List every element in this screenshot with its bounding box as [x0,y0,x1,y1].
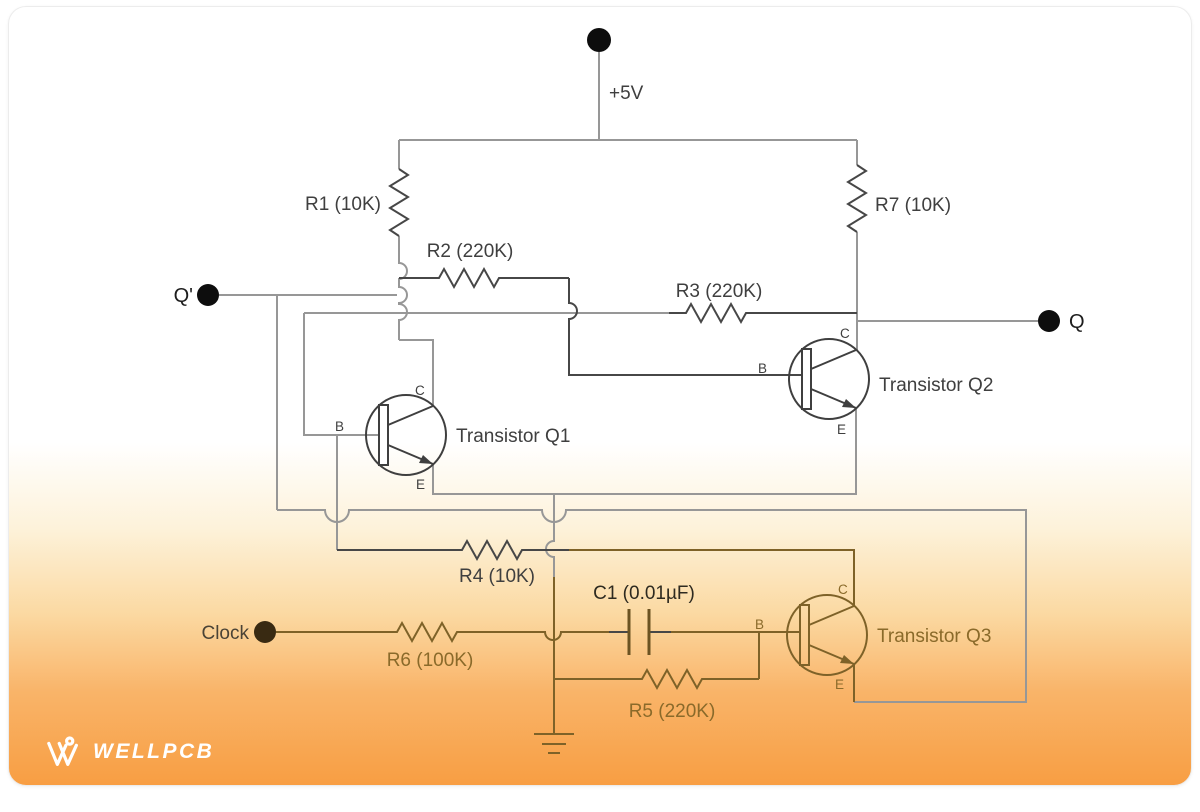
terminal-q [1038,310,1060,332]
wire-q1-collector [399,339,434,406]
q3-pin-e: E [835,677,844,692]
label-transistor-q2: Transistor Q2 [879,375,993,396]
wires-dark [337,164,868,633]
wellpcb-logo-icon [47,736,78,766]
label-c1: C1 (0.01µF) [593,583,695,604]
label-r4: R4 (10K) [459,566,535,587]
q2-pin-e: E [837,422,846,437]
wires-olive [276,549,855,754]
terminal-clock [254,621,276,643]
transistor-q2: B C E [758,326,870,437]
resistor-r6-clock-line [276,620,609,644]
ground-symbol [534,733,574,754]
label-transistor-q3: Transistor Q3 [877,626,991,647]
resistor-r2 [399,266,569,290]
resistor-r3 [669,301,857,325]
q3-strokes [808,605,855,665]
label-q: Q [1069,311,1085,333]
q2-circle [788,338,870,420]
q1-pin-e: E [416,477,425,492]
resistor-r5 [554,632,760,691]
q3-bar [799,604,810,666]
q2-bar [801,348,812,410]
wire-feedback-loop [277,509,1027,703]
capacitor-c1 [627,609,651,655]
wire-q1-base [303,313,379,436]
q3-pin-b: B [755,617,764,632]
transistor-q3: B C E [755,582,868,692]
wires-gray [219,52,1038,703]
q2-pin-b: B [758,361,767,376]
q1-pin-b: B [335,419,344,434]
terminal-qbar [197,284,219,306]
label-r3: R3 (220K) [676,281,763,302]
q1-emitter-arrow [419,455,433,464]
label-r7: R7 (10K) [875,195,951,216]
q1-circle [365,394,447,476]
wire-ground-branch-upper [545,494,555,577]
q2-emitter-arrow [842,399,856,408]
resistor-r7 [846,164,868,233]
label-r6: R6 (100K) [387,650,474,671]
q1-pin-c: C [415,383,425,398]
label-power: +5V [609,83,644,104]
q1-strokes [387,405,434,465]
resistor-r4 [337,538,569,562]
diagram-card: B C E B C E B C E +5V Q' Q Clock R1 (10K… [8,6,1192,786]
q3-circle [786,594,868,676]
brand-name: WELLPCB [93,740,215,763]
wire-r1-bottom-hops [398,236,408,340]
wire-r2-to-q2base [568,278,802,376]
q2-pin-c: C [840,326,850,341]
label-r1: R1 (10K) [305,194,381,215]
transistor-q1: B C E [335,383,447,492]
terminal-power [587,28,611,52]
q1-bar [378,404,389,466]
resistor-r1 [388,168,410,237]
label-r2: R2 (220K) [427,241,514,262]
q3-pin-c: C [838,582,848,597]
q2-strokes [810,349,857,409]
label-r5: R5 (220K) [629,701,716,722]
label-clock: Clock [201,623,249,644]
q3-emitter-arrow [840,655,854,664]
label-qbar: Q' [174,285,193,307]
label-transistor-q1: Transistor Q1 [456,426,570,447]
circuit-diagram: B C E B C E B C E +5V Q' Q Clock R1 (10K… [174,28,1085,754]
wire-emitter-bus [432,408,857,495]
wire-r4-to-q3collector [569,549,855,606]
brand-footer: WELLPCB [45,733,214,771]
